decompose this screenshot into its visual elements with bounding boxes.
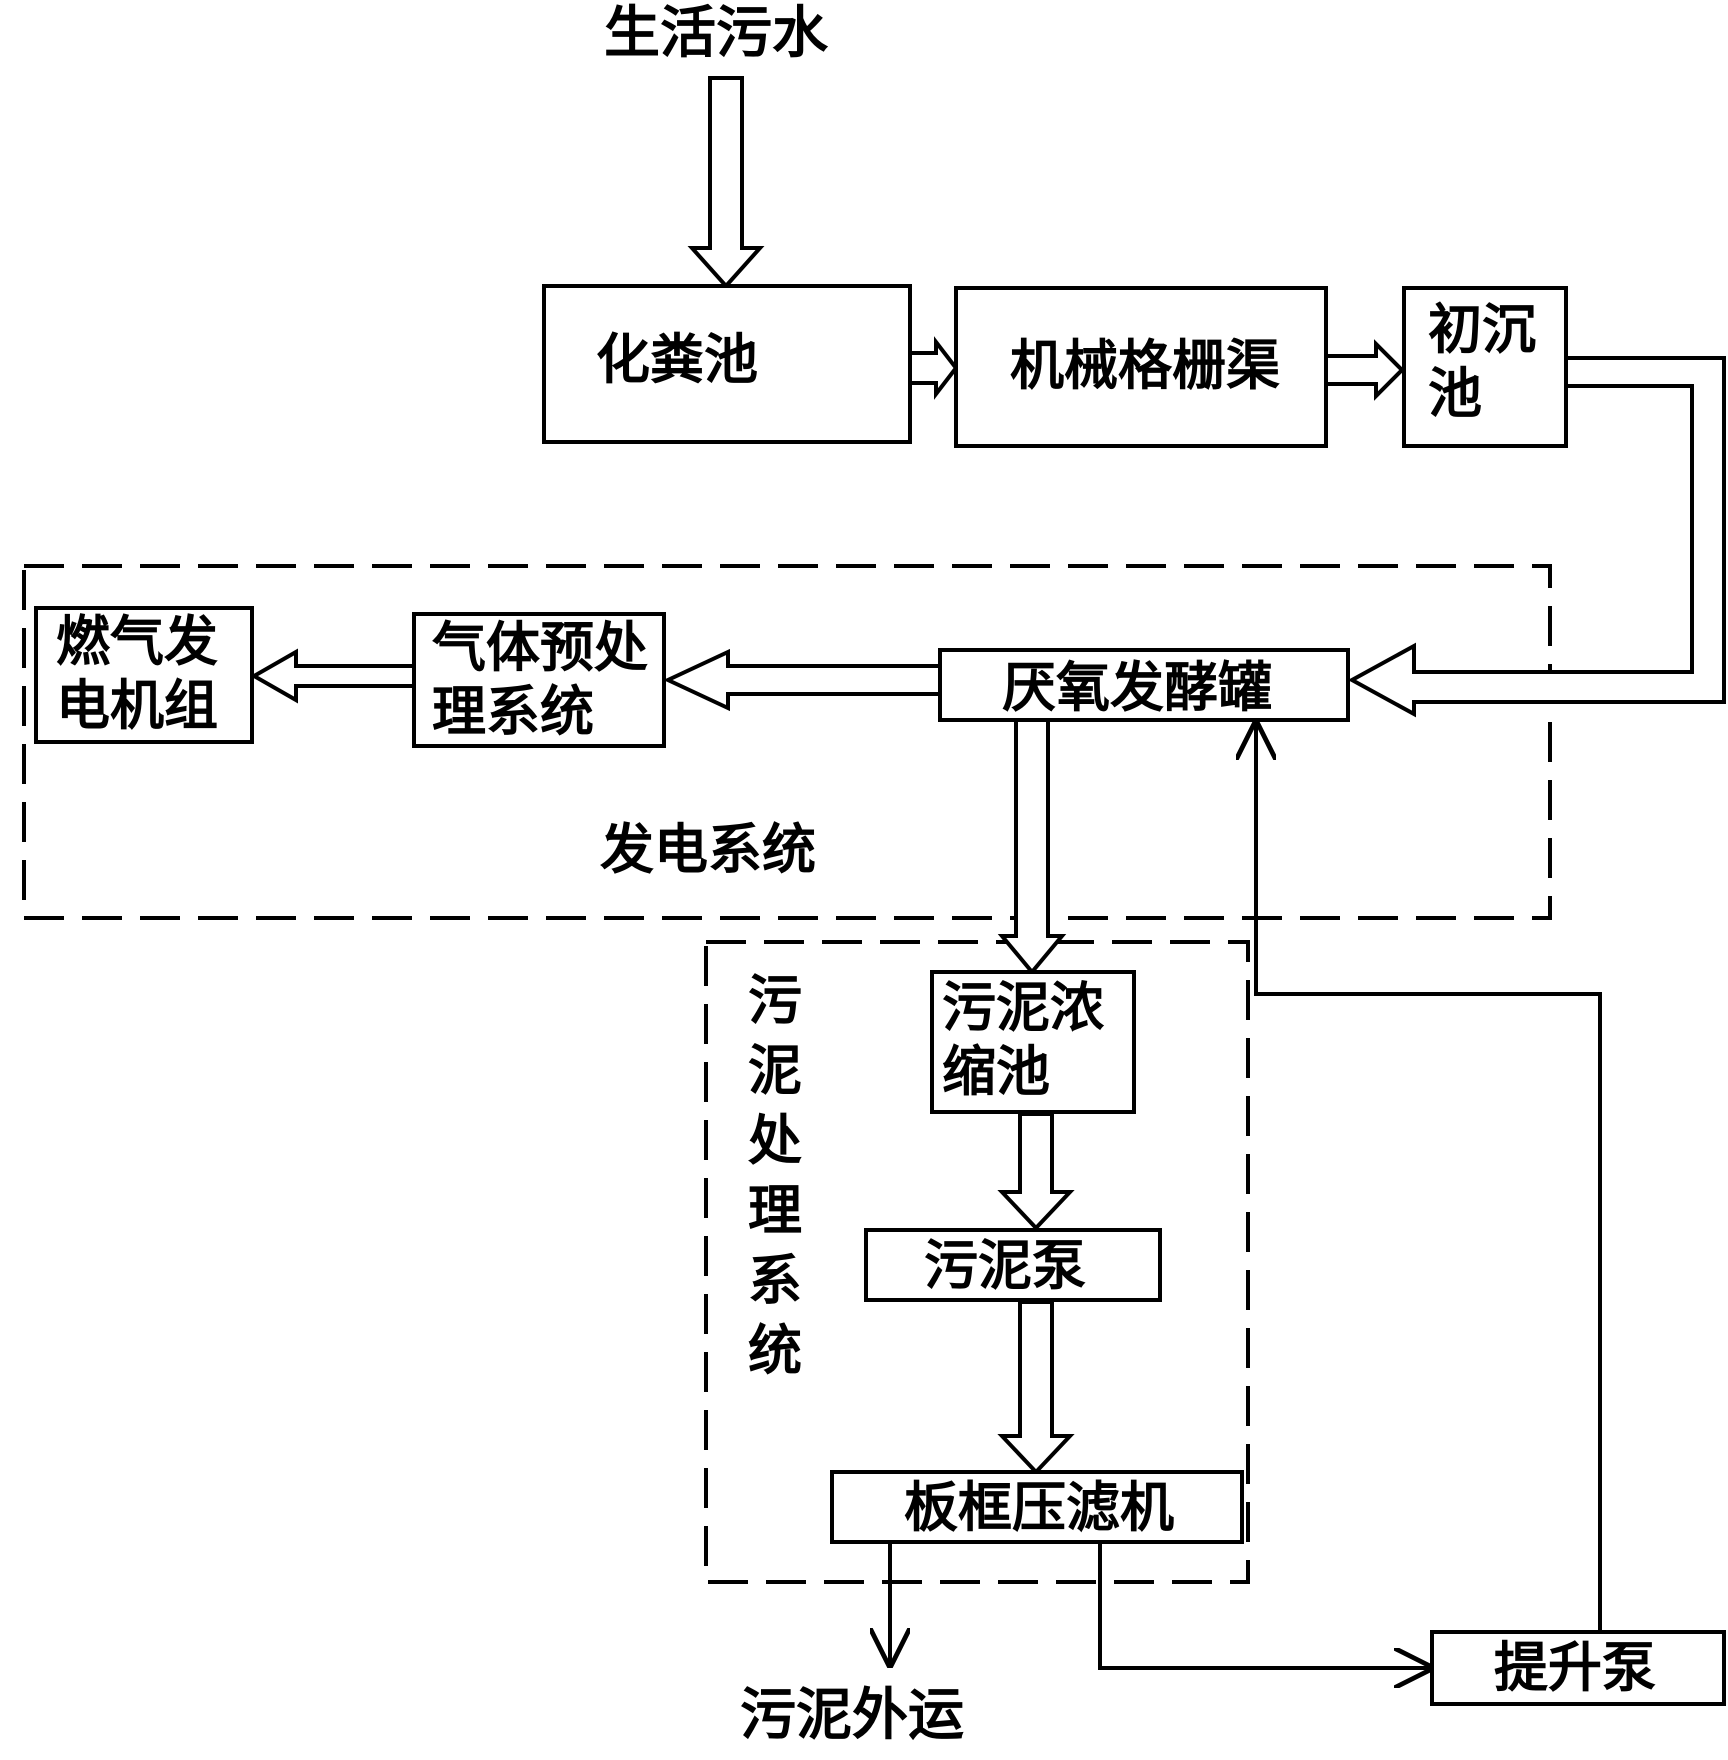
node-anaerobic-tank-label: 厌氧发酵罐	[1002, 656, 1272, 719]
arrow-thickener-to-pump	[997, 1112, 1075, 1231]
arrow-pump-to-press	[997, 1300, 1075, 1475]
node-primary-settling-label: 初沉池	[1428, 298, 1536, 425]
arrow-anaerobic-to-thickener	[997, 718, 1067, 976]
sludge-system-label: 污泥处理系统	[748, 969, 802, 1382]
node-sludge-thickener-label: 污泥浓缩池	[942, 976, 1104, 1103]
node-generator-set-label: 燃气发电机组	[56, 610, 218, 737]
arrow-gas-to-generator	[249, 648, 416, 704]
sludge-system-frame	[704, 940, 1250, 1584]
node-screen-channel: 机械格栅渠	[954, 286, 1328, 448]
node-filter-press-label: 板框压滤机	[904, 1476, 1174, 1539]
arrow-screen-to-primary	[1324, 339, 1405, 401]
power-system-label: 发电系统	[600, 818, 816, 881]
node-gas-pretreatment: 气体预处理系统	[412, 612, 666, 748]
node-screen-channel-label: 机械格栅渠	[1010, 334, 1280, 397]
input-label: 生活污水	[604, 1, 828, 66]
line-liftpump-to-anaerobic	[1256, 724, 1602, 1632]
node-septic-tank: 化粪池	[542, 284, 912, 444]
node-gas-pretreatment-label: 气体预处理系统	[432, 616, 648, 743]
node-lift-pump: 提升泵	[1430, 1630, 1726, 1706]
arrow-input-to-septic	[687, 76, 765, 289]
node-sludge-pump: 污泥泵	[864, 1228, 1162, 1302]
node-filter-press: 板框压滤机	[830, 1470, 1244, 1544]
pipe-primary-to-anaerobic	[1347, 356, 1726, 718]
node-lift-pump-label: 提升泵	[1494, 1636, 1656, 1699]
node-sludge-pump-label: 污泥泵	[924, 1234, 1086, 1297]
node-primary-settling: 初沉池	[1402, 286, 1568, 448]
power-system-frame	[22, 564, 1552, 920]
node-anaerobic-tank: 厌氧发酵罐	[938, 648, 1350, 722]
node-septic-tank-label: 化粪池	[596, 328, 758, 391]
arrow-anaerobic-to-gas	[663, 648, 942, 712]
line-press-to-liftpump	[1098, 1544, 1430, 1668]
output-label: 污泥外运	[740, 1683, 964, 1748]
node-sludge-thickener: 污泥浓缩池	[930, 970, 1136, 1114]
node-generator-set: 燃气发电机组	[34, 606, 254, 744]
arrow-septic-to-screen	[908, 336, 959, 400]
